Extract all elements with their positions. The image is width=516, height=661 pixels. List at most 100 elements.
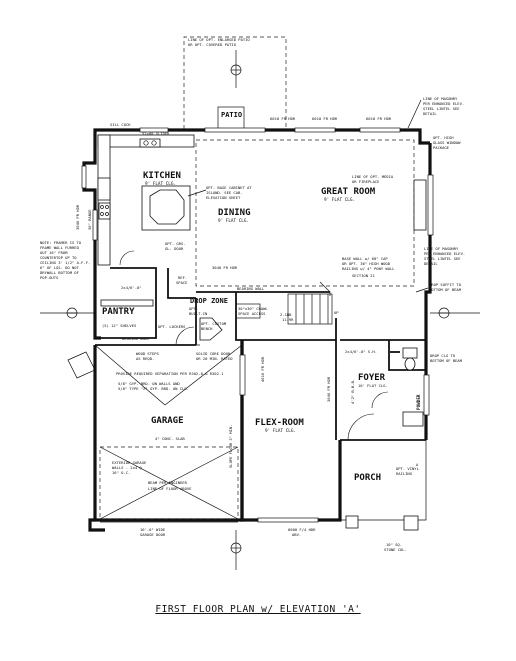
framer-note-3: OUT 16" FROM [40, 250, 68, 255]
hdr-left-label: 6010 FR HDR [270, 116, 296, 121]
masonry-top-4: DETAIL [423, 111, 437, 116]
flex-window [239, 354, 246, 396]
window-great-right [427, 174, 434, 236]
masonry-side-1: LINE OF MASONRY [424, 246, 459, 251]
kitchen-ceiling: 9' FLAT CLG. [145, 181, 176, 187]
garage-label: GARAGE [151, 416, 184, 426]
vinyl-1: OPT. VINYL [396, 466, 420, 471]
flex-bottom-window [257, 517, 319, 523]
kitchen-label: KITCHEN [143, 171, 181, 181]
ext-walls-2: WALLS - 2x4 @ [112, 465, 142, 470]
hdr-mid-label: 6010 FR HDR [312, 116, 338, 121]
masonry-side-2: PER ENHANCED ELEV. [424, 251, 465, 256]
masonry-top-1: LINE OF MASONRY [423, 96, 458, 101]
pantry-label: PANTRY [102, 307, 135, 317]
bench [199, 317, 223, 341]
stair [287, 281, 333, 325]
slider-door[interactable] [204, 127, 266, 133]
masonry-top-2: PER ENHANCED ELEV. [423, 101, 464, 106]
masonry-top-3: STEEL LINTEL SEE [423, 106, 460, 111]
bottom-hdr-2: ABV. [292, 532, 301, 537]
ref-tag-a: A [416, 462, 419, 467]
garage-side-door[interactable] [67, 351, 96, 379]
garage-door-2: GARAGE DOOR [140, 532, 166, 537]
flex-room-ceiling: 9' FLAT CLG. [265, 428, 296, 434]
stair-label-2: 11-9R [282, 317, 294, 322]
soffit-note-2: BOTTOM OF BEAM [429, 287, 462, 292]
drop-zone-label: DROP ZONE [190, 297, 228, 305]
window-hdr-label: 4010 FR HDR [260, 356, 265, 382]
window-left-label: 3040 FR HDR [75, 204, 80, 230]
framer-note-1: NOTE: FRAMER IS TO [40, 240, 82, 245]
solid-core-2: OR 20 MIN. RATED [196, 356, 233, 361]
range-icon [98, 202, 111, 220]
vinyl-2: RAILING [396, 471, 413, 476]
stair-label-1: 2-1BB [280, 312, 292, 317]
powder-label: POWDER [416, 394, 422, 410]
base-wall-note-2: OR OPT. 36" HIGH WOOD [342, 261, 391, 266]
ext-walls-1: EXTERIOR GARAGE [112, 460, 147, 465]
sink-2-icon [97, 177, 111, 201]
garage-slab: 4" CONC. SLAB [155, 436, 185, 441]
pantry-door-swing[interactable] [119, 250, 135, 266]
opt-built-in-2: BUILT-IN [189, 311, 208, 316]
wood-steps-2: AS REQD. [136, 356, 154, 361]
sink-icon [139, 138, 161, 148]
pantry-window-label: 2x4/6'-0" [121, 285, 142, 290]
opt-built-in-1: OPT. [189, 306, 198, 311]
framer-note-2: FRAME WALL FURRED [40, 245, 80, 250]
sill-cock-label: SILL COCK [110, 122, 131, 127]
sq-col-1: 10" SQ. [386, 542, 402, 547]
powder-door[interactable] [371, 391, 389, 409]
foyer-ceiling: 10' FLAT CLG. [358, 383, 388, 388]
dining-label: DINING [218, 208, 251, 218]
patio-note-1: LINE OF OPT. ENLARGED PATIO [188, 37, 250, 42]
media-note-1: LINE OF OPT. MEDIA [352, 174, 394, 179]
masonry-side-3: STEEL LINTEL SEE [424, 256, 461, 261]
patio-label: PATIO [221, 111, 242, 119]
pony-wall-label: 4'2" B.B.B. [350, 379, 355, 404]
framer-note-8: POP-OUTS [40, 275, 59, 280]
porch-label: PORCH [354, 473, 381, 483]
high-window-1: OPT. HIGH [433, 135, 454, 140]
window-kitchen-top [139, 127, 169, 133]
pantry-shelves: (5) 12" SHELVES [102, 323, 137, 328]
garage-entry-door[interactable] [175, 326, 195, 346]
flex-room-label: FLEX-ROOM [255, 418, 304, 428]
stone-column [403, 515, 419, 531]
gyp-note-2: 5/8" TYPE "X" GYP. BRD. ON CLG. [118, 386, 189, 391]
slope-note: SLOPE FLOOR 3" MIN. [228, 425, 233, 468]
gl-door-note-1: OPT. GRS. [165, 241, 186, 246]
garage-door-1: 16'-0" WIDE [140, 527, 166, 532]
front-entry-door[interactable] [347, 413, 375, 441]
high-window-2: GLASS WINDOW [433, 140, 461, 145]
stone-column-2 [345, 515, 359, 529]
bearing-wall-1: BEARING WALL [237, 286, 265, 291]
bottom-hdr-1: 6000 F/4 HDR [288, 527, 316, 532]
range-label: 30" RANGE [87, 209, 92, 230]
base-wall-note-3: RAILING w/ 4" PONY WALL [342, 266, 395, 271]
ref-space-2: SPACE [176, 280, 188, 285]
cabinet-note-1: OPT. BASE CABINET AT [206, 185, 252, 190]
framer-note-4: COUNTERTOP UP TO [40, 255, 77, 260]
patio-note-2: OR OPT. COVERED PATIO [188, 42, 237, 47]
gyp-note-1: 5/8" GYP. BRD. ON WALLS AND [118, 381, 180, 386]
crawl-access-2: SPACE ACCESS [238, 311, 266, 316]
base-wall-note-4: SECTION 21 [352, 273, 376, 278]
bench-label-2: BENCH [201, 326, 213, 331]
media-note-2: OR FIREPLACE [352, 179, 380, 184]
plan-title: FIRST FLOOR PLAN w/ ELEVATION 'A' [0, 604, 516, 615]
great-room-ceiling: 9' FLAT CLG. [324, 197, 355, 203]
cabinet-note-3: ELEVATION SHEET [206, 195, 241, 200]
stair-up-label: UP [334, 310, 339, 315]
lockers-label: OPT. LOCKERS [158, 324, 186, 329]
beam-note-2: LINE OF FLOOR ABOVE [148, 486, 192, 491]
clg-beam-2: BOTTOM OF BEAM [430, 358, 463, 363]
window-dining-left [92, 209, 98, 241]
ref-space-1: REF. [178, 275, 187, 280]
window-kitchen-left [81, 165, 87, 189]
framer-note-7: DRYWALL BOTTOM OF [40, 270, 80, 275]
foyer-label: FOYER [358, 373, 386, 383]
vanity-icon [402, 411, 424, 427]
